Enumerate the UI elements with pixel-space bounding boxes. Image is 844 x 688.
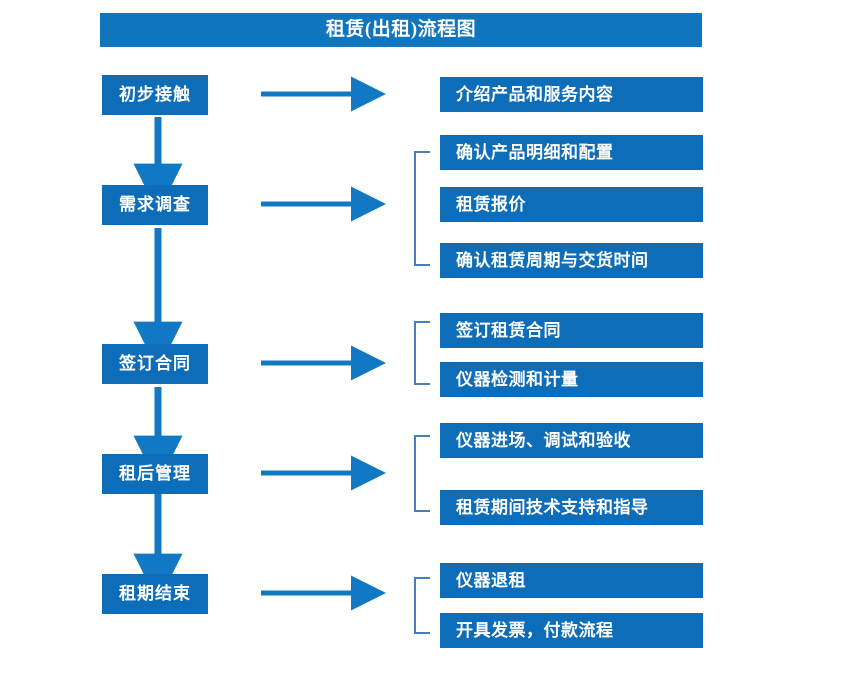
task-box-technical-support[interactable]: 租赁期间技术支持和指导 [440, 490, 703, 525]
stage-box-sign-contract[interactable]: 签订合同 [102, 344, 208, 384]
task-box-introduce-products[interactable]: 介绍产品和服务内容 [440, 77, 703, 112]
task-box-confirm-product-details[interactable]: 确认产品明细和配置 [440, 135, 703, 170]
bracket-stage3-tasks [414, 321, 430, 385]
task-box-confirm-rental-period[interactable]: 确认租赁周期与交货时间 [440, 243, 703, 278]
task-box-sign-rental-contract[interactable]: 签订租赁合同 [440, 313, 703, 348]
page-title: 租赁(出租)流程图 [100, 13, 702, 47]
stage-box-post-rental-management[interactable]: 租后管理 [102, 454, 208, 494]
stage-box-requirement-survey[interactable]: 需求调查 [102, 185, 208, 225]
task-box-invoice-payment[interactable]: 开具发票，付款流程 [440, 613, 703, 648]
stage-box-initial-contact[interactable]: 初步接触 [102, 75, 208, 115]
bracket-stage2-tasks [414, 151, 430, 266]
task-box-instrument-inspection[interactable]: 仪器检测和计量 [440, 362, 703, 397]
bracket-stage4-tasks [414, 435, 430, 512]
bracket-stage5-tasks [414, 577, 430, 634]
task-box-rental-quotation[interactable]: 租赁报价 [440, 187, 703, 222]
task-box-instrument-return[interactable]: 仪器退租 [440, 563, 703, 598]
task-box-instrument-onsite-commissioning[interactable]: 仪器进场、调试和验收 [440, 423, 703, 458]
stage-box-rental-end[interactable]: 租期结束 [102, 574, 208, 614]
